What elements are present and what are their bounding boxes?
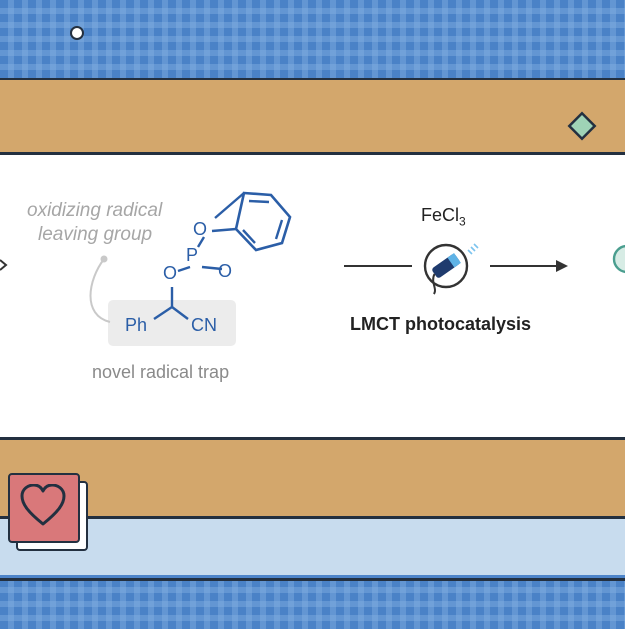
atom-o-ring: O — [218, 261, 233, 281]
substituent-cn: CN — [191, 315, 217, 335]
leaving-group-label-line1: oxidizing radical — [27, 200, 163, 221]
atom-p: P — [186, 245, 199, 265]
heart-icon[interactable] — [20, 484, 66, 528]
radical-trap-structure — [89, 191, 292, 323]
method-label: LMCT photocatalysis — [350, 314, 532, 334]
bottom-pattern-band — [0, 578, 625, 629]
light-blue-band — [0, 519, 625, 575]
small-circle-icon — [70, 26, 84, 40]
trap-caption: novel radical trap — [92, 362, 230, 382]
leaving-group-label-line2: leaving group — [38, 224, 153, 245]
heart-tile — [8, 473, 80, 543]
substituent-ph: Ph — [125, 315, 148, 335]
reaction-arrow — [344, 260, 568, 272]
tan-band-bottom — [0, 440, 625, 519]
top-pattern-band — [0, 0, 625, 81]
left-arrow-tip — [0, 259, 8, 271]
lamp-icon — [423, 243, 479, 295]
catalyst-subscript: 3 — [459, 214, 466, 229]
circle-icon — [612, 244, 625, 274]
scheme-panel — [0, 155, 625, 440]
diamond-icon — [567, 111, 597, 141]
tan-band-top — [0, 80, 625, 155]
catalyst-formula: FeCl — [421, 205, 460, 225]
atom-o-top: O — [193, 219, 208, 239]
atom-o-left: O — [163, 263, 178, 283]
catalyst-label: FeCl3 — [421, 205, 466, 229]
